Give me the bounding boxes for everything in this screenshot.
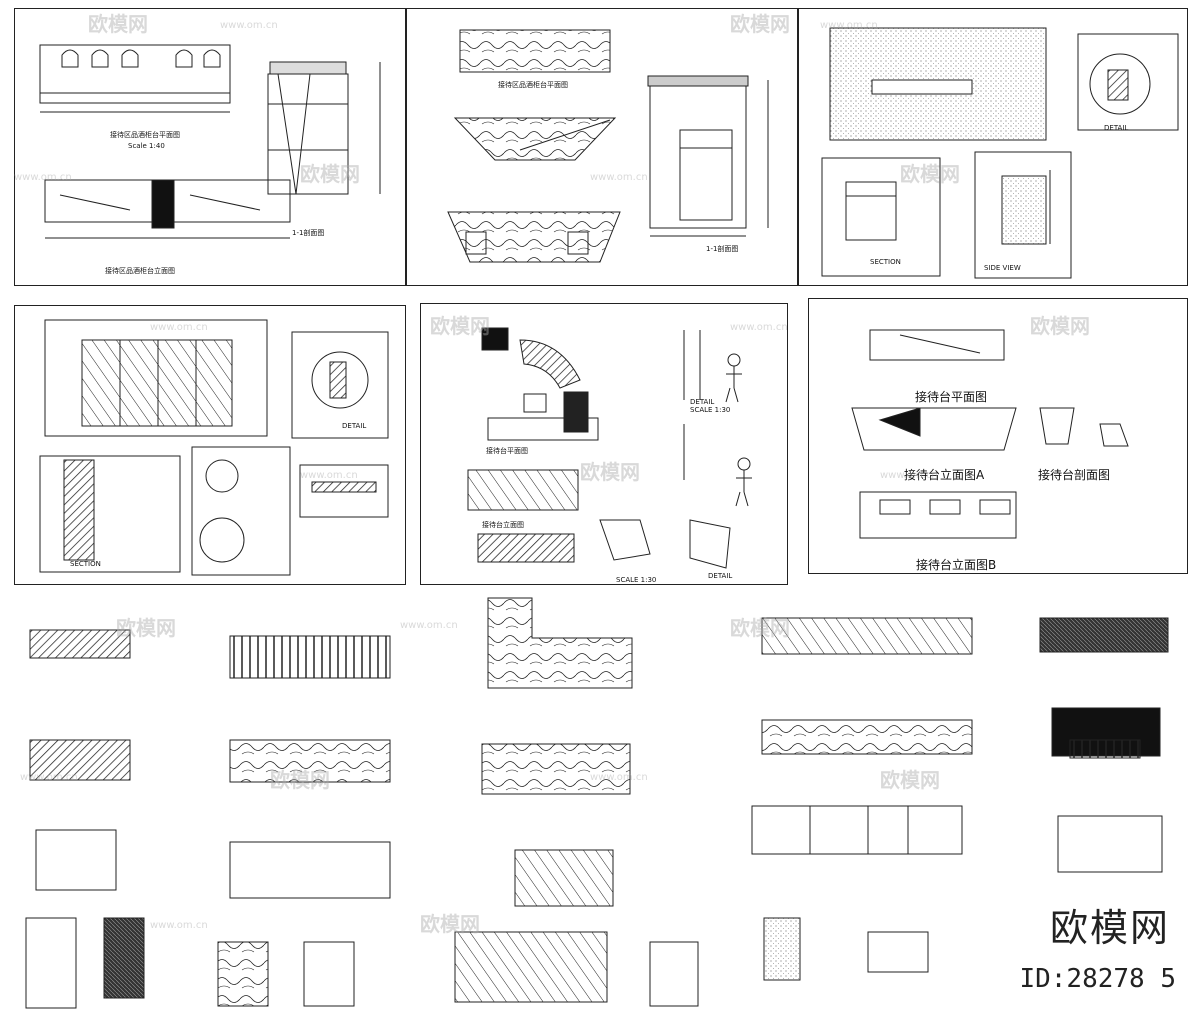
footer-brand: 欧模网 — [1049, 906, 1170, 950]
detail-label-3: DETAIL — [690, 398, 715, 406]
detail-label-1: DETAIL — [1104, 124, 1129, 132]
caption-p6-section: 接待台剖面图 — [1038, 468, 1111, 482]
scale-label-1: Scale 1:40 — [128, 142, 165, 150]
section-label-1: SECTION — [870, 258, 901, 266]
detail-label-4: DETAIL — [708, 572, 733, 580]
footer-id: ID:28278 5 — [1019, 964, 1176, 994]
caption-p2-section: 1-1剖面图 — [706, 245, 739, 253]
caption-p4-plan: 接待台平面图 — [486, 447, 528, 455]
section-label-2: SECTION — [70, 560, 101, 568]
caption-p1-plan: 接待区品酒柜台平面图 — [110, 131, 180, 139]
scale-label-2: SCALE 1:30 — [690, 406, 731, 414]
caption-p2-plan: 接待区品酒柜台平面图 — [498, 81, 568, 89]
caption-p6-elevation-a: 接待台立面图A — [904, 468, 985, 482]
detail-label-2: DETAIL — [342, 422, 367, 430]
caption-p6-plan: 接待台平面图 — [915, 390, 988, 404]
side-view-label: SIDE VIEW — [984, 264, 1021, 272]
caption-p4-elevation: 接待台立面图 — [482, 521, 524, 529]
drawing-panel-1 — [14, 8, 406, 286]
caption-p1-elevation: 接待区品酒柜台立面图 — [105, 267, 175, 275]
caption-p1-section: 1-1剖面图 — [292, 229, 325, 237]
scale-label-3: SCALE 1:30 — [616, 576, 657, 584]
caption-p6-elevation-b: 接待台立面图B — [916, 558, 997, 572]
